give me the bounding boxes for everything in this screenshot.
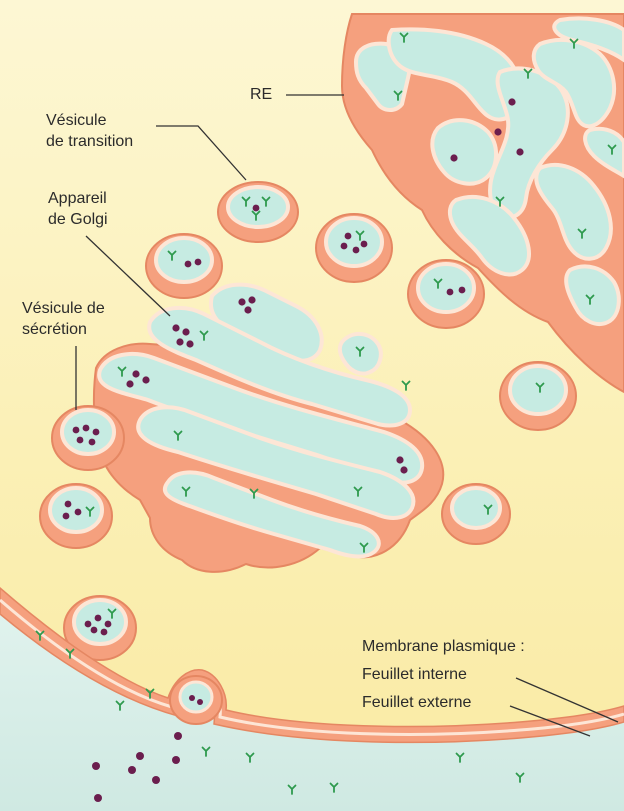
vesicle	[316, 214, 392, 282]
label-outer-leaflet: Feuillet externe	[362, 692, 471, 713]
label-re: RE	[250, 84, 272, 105]
label-transition-vesicle: Vésicule de transition	[46, 110, 133, 152]
vesicle	[40, 484, 112, 548]
vesicle	[146, 234, 222, 298]
vesicle	[500, 362, 576, 430]
label-inner-leaflet: Feuillet interne	[362, 664, 467, 685]
secretion-vesicle	[52, 406, 124, 470]
label-membrane-title: Membrane plasmique :	[362, 636, 525, 657]
transition-vesicle	[218, 182, 298, 242]
label-secretion-vesicle: Vésicule de sécrétion	[22, 298, 105, 340]
vesicle	[442, 484, 510, 544]
label-golgi: Appareil de Golgi	[48, 188, 108, 230]
vesicle	[408, 260, 484, 328]
